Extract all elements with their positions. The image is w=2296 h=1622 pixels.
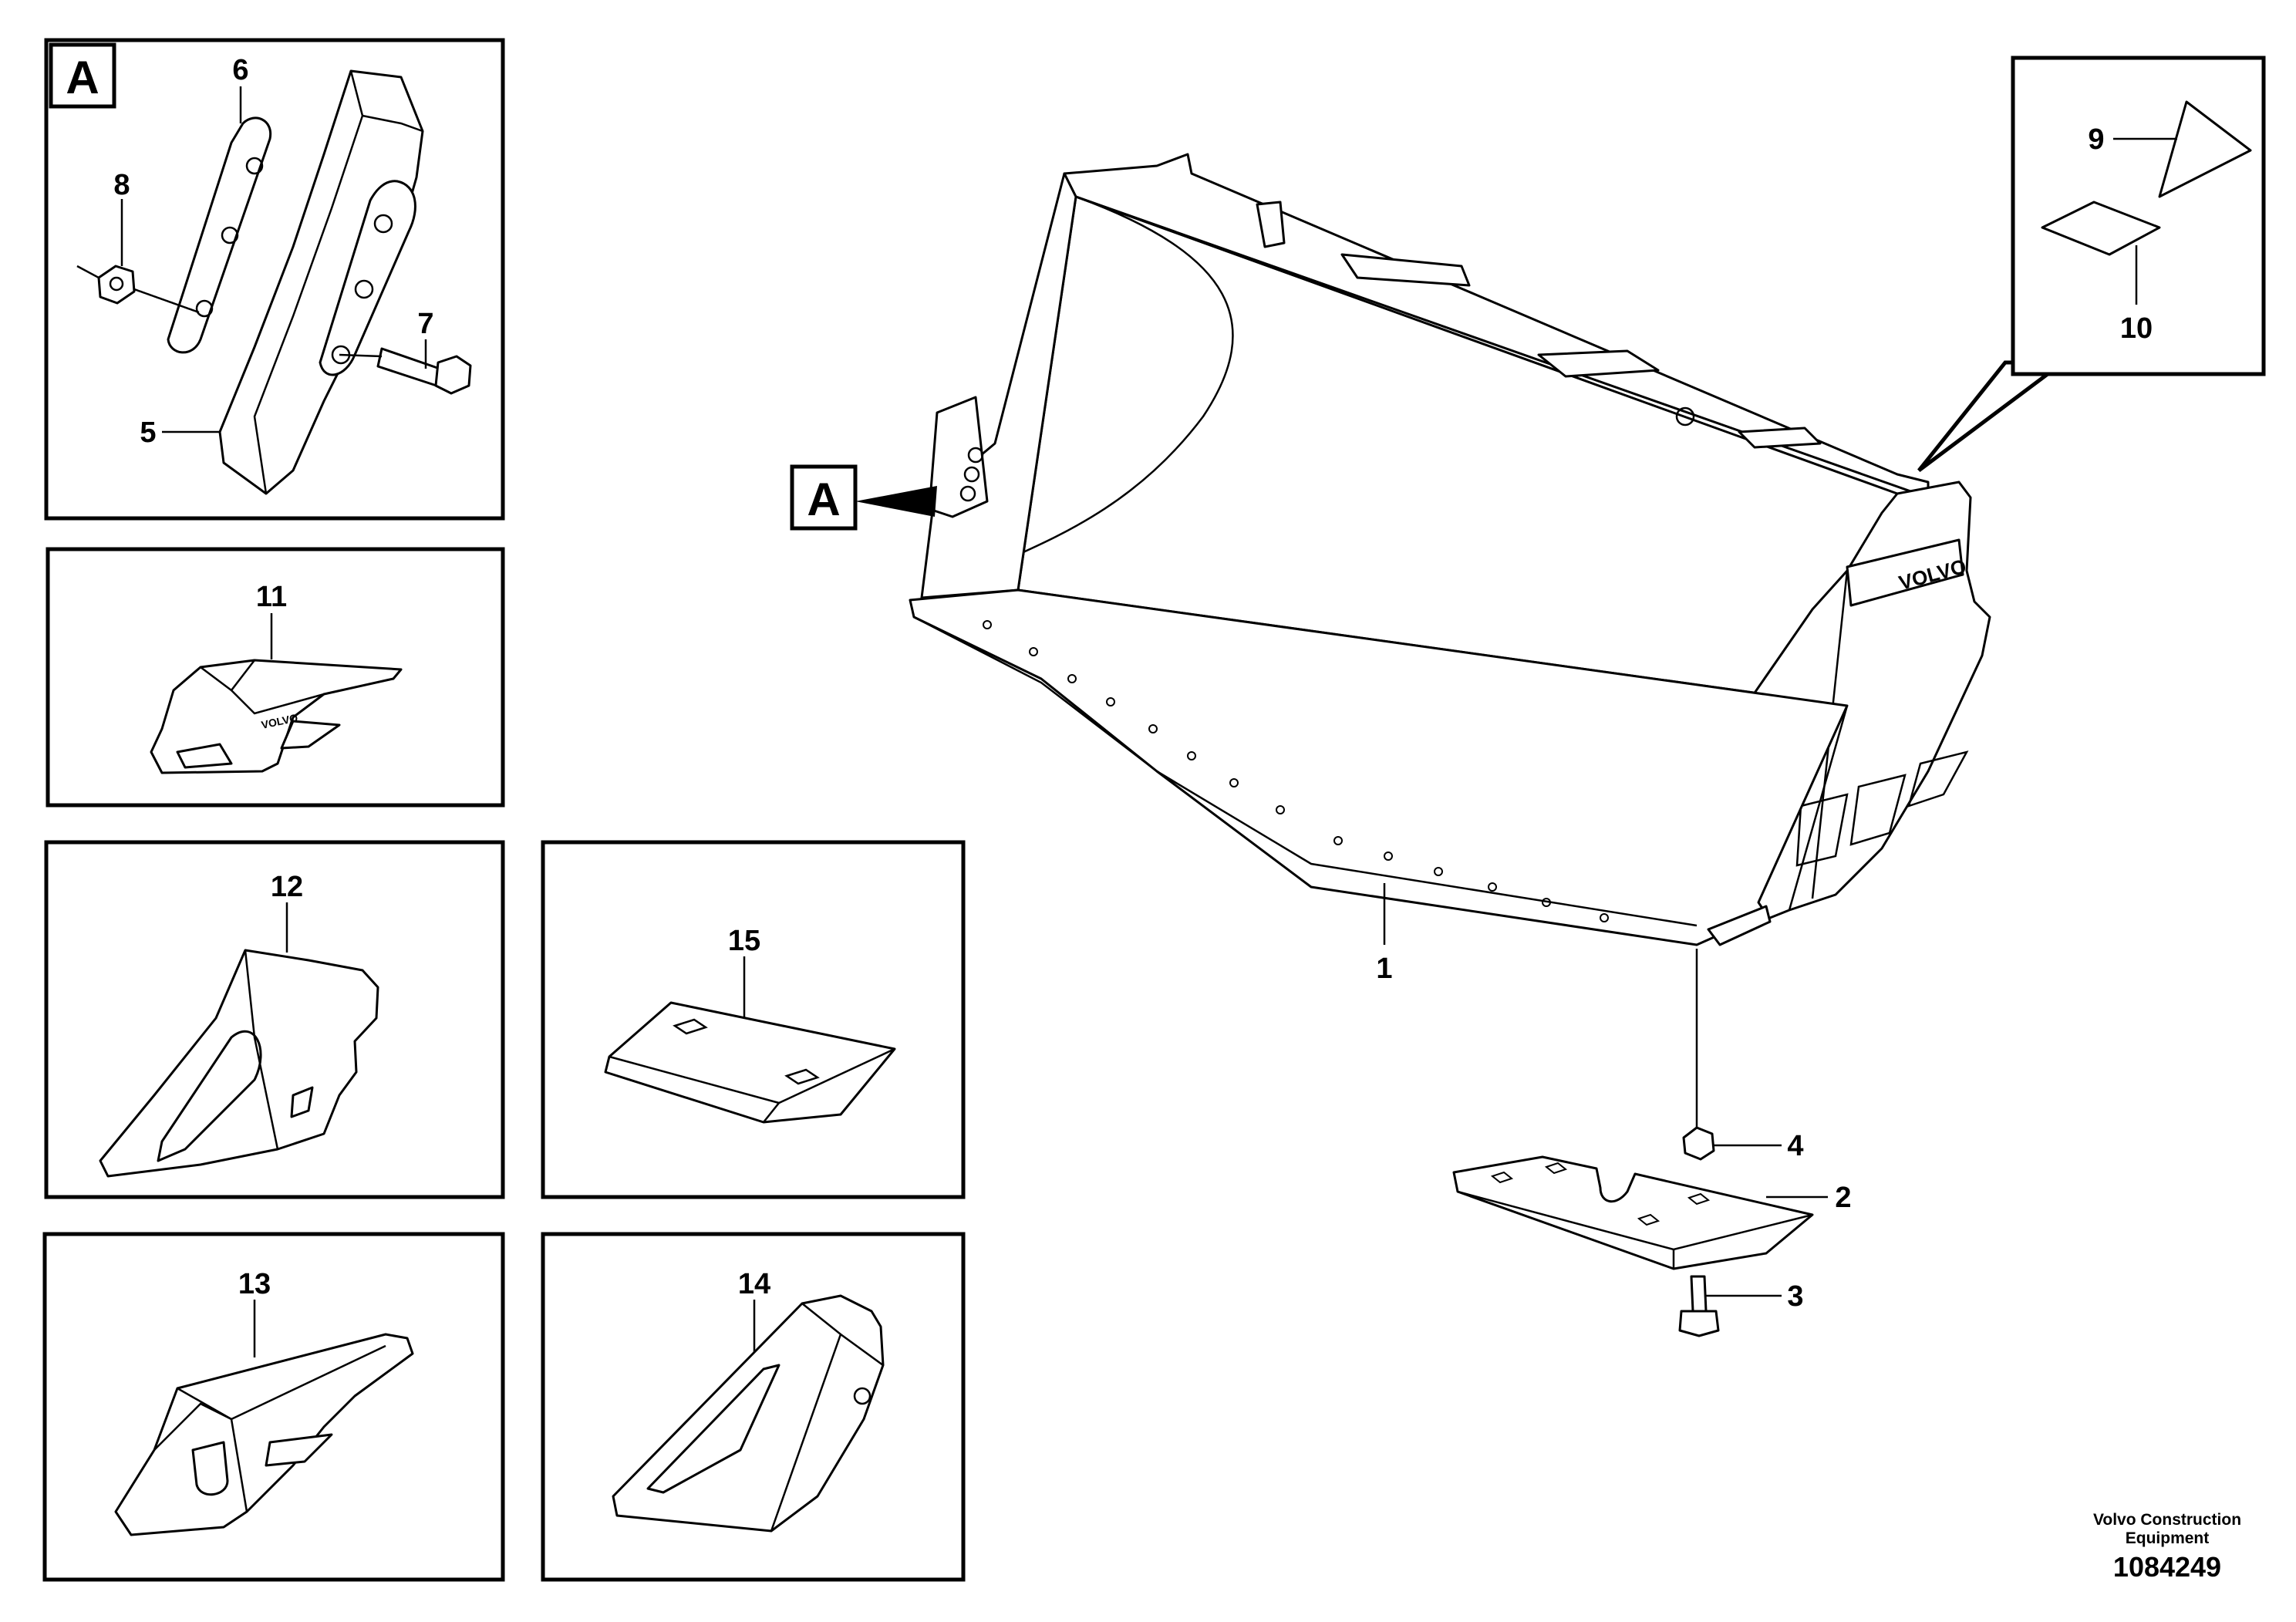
corner-wear-plate-hardware: 4 2 3 <box>1452 949 1852 1337</box>
callout-6: 6 <box>232 54 248 86</box>
panel-tooth-14: 14 <box>541 1232 966 1582</box>
footer-company-line1: Volvo Construction <box>2093 1511 2241 1529</box>
callout-1: 1 <box>1376 953 1392 985</box>
callout-2: 2 <box>1835 1182 1851 1214</box>
callout-9: 9 <box>2088 123 2104 156</box>
detail-a-label: A <box>66 52 99 103</box>
nut-part <box>76 265 200 314</box>
callout-10: 10 <box>2120 312 2153 345</box>
inset-decals-panel: 9 10 <box>1917 56 2266 473</box>
clamp-plate-part <box>167 116 272 354</box>
wear-shoe-part <box>218 69 424 495</box>
bucket-assembly: VOLVO <box>909 153 1991 946</box>
triangle-decal <box>2158 100 2252 198</box>
panel-tooth-13: 13 <box>42 1232 505 1582</box>
callout-4: 4 <box>1787 1130 1803 1162</box>
detail-a-marker: A <box>790 464 937 531</box>
diamond-decal <box>2041 201 2161 256</box>
callout-3: 3 <box>1787 1280 1803 1313</box>
callout-12: 12 <box>271 871 303 903</box>
drawing-number: 1084249 <box>2113 1551 2221 1583</box>
footer-company-line2: Equipment <box>2126 1529 2210 1547</box>
panel-edge-15: 15 <box>541 840 966 1199</box>
panel-tooth-12: 12 <box>44 840 505 1199</box>
callout-8: 8 <box>113 169 130 201</box>
callout-13: 13 <box>238 1268 271 1300</box>
panel-tooth-11: 11 VOLVO <box>46 547 505 808</box>
footer-block: Volvo Construction Equipment 1084249 <box>2093 1511 2241 1583</box>
callout-15: 15 <box>728 925 760 957</box>
callout-14: 14 <box>738 1268 770 1300</box>
bolt-part <box>339 347 472 395</box>
callout-5: 5 <box>140 416 156 449</box>
detail-a-panel: A <box>44 38 505 521</box>
callout-11: 11 <box>256 581 287 613</box>
detail-a-marker-label: A <box>807 474 840 525</box>
callout-7: 7 <box>417 308 433 340</box>
